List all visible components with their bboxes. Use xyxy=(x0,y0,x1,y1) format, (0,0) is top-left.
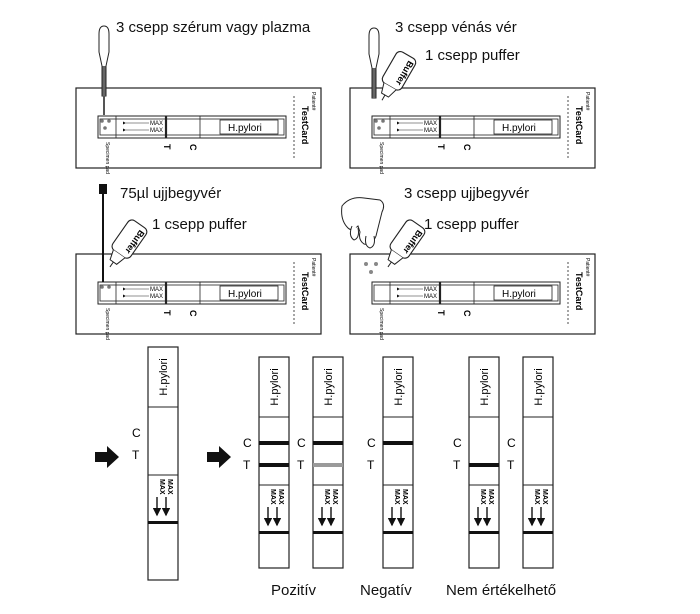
step-venous-label: 3 csepp vénás vér xyxy=(395,19,517,36)
strip-max-label: MAX xyxy=(479,489,486,505)
strip-sample-line xyxy=(469,531,499,534)
card-patient-label: Patient# xyxy=(584,92,590,111)
arrow-right-icon xyxy=(207,446,231,468)
card-max-label: MAX xyxy=(424,121,437,127)
step-serum-label: 3 csepp szérum vagy plazma xyxy=(116,19,311,36)
test-line xyxy=(259,463,289,467)
strip-max-label: MAX xyxy=(166,479,173,495)
card-analyte-label: H.pylori xyxy=(228,123,262,134)
test-card-serum: T C H.pylori MAX MAX TestCard Patient# S… xyxy=(76,88,321,174)
strip-max-label: MAX xyxy=(401,489,408,505)
step-finger75-buffer-label: 1 csepp puffer xyxy=(152,216,247,233)
card-patient-label: Patient# xyxy=(584,258,590,277)
card-t-label: T xyxy=(162,310,172,316)
test-line xyxy=(313,463,343,467)
strip-max-label: MAX xyxy=(158,479,165,495)
card-c-label: C xyxy=(462,144,472,151)
card-analyte-label: H.pylori xyxy=(228,289,262,300)
card-t-label: T xyxy=(162,144,172,150)
strip-t-label: T xyxy=(507,458,515,472)
card-brand: TestCard xyxy=(300,272,310,310)
strip-analyte-label: H.pylori xyxy=(479,368,491,405)
card-specimen-label: Specimen pad xyxy=(104,308,110,340)
strip-sample-line xyxy=(383,531,413,534)
strip-max-label: MAX xyxy=(487,489,494,505)
strip-c-label: C xyxy=(297,436,306,450)
strip-c-label: C xyxy=(453,436,462,450)
card-patient-label: Patient# xyxy=(310,258,316,277)
strip-t-label: T xyxy=(243,458,251,472)
step-finger3-buffer-label: 1 csepp puffer xyxy=(424,216,519,233)
strip-sample-line xyxy=(148,521,178,524)
test-strip xyxy=(147,346,179,581)
strip-analyte-label: H.pylori xyxy=(269,368,281,405)
strip-c-label: C xyxy=(367,436,376,450)
test-card-venous: T C H.pylori MAX MAX TestCard Patient# S… xyxy=(350,88,595,174)
card-brand: TestCard xyxy=(574,106,584,144)
test-card-finger3: T C H.pylori MAX MAX TestCard Patient# S… xyxy=(350,254,595,340)
strip-sample-line xyxy=(313,531,343,534)
control-line xyxy=(383,441,413,445)
strip-c-label: C xyxy=(243,436,252,450)
strip-c-label: C xyxy=(132,426,141,440)
card-max-label: MAX xyxy=(424,287,437,293)
card-max-label: MAX xyxy=(150,121,163,127)
capillary-tube-icon xyxy=(99,184,107,194)
hand-icon xyxy=(341,197,385,249)
strip-max-label: MAX xyxy=(541,489,548,505)
strip-analyte-label: H.pylori xyxy=(323,368,335,405)
step-venous-buffer-label: 1 csepp puffer xyxy=(425,47,520,64)
strip-analyte-label: H.pylori xyxy=(393,368,405,405)
card-brand: TestCard xyxy=(300,106,310,144)
card-c-label: C xyxy=(188,310,198,317)
control-line xyxy=(259,441,289,445)
card-max-label-2: MAX xyxy=(150,294,163,300)
strip-max-label: MAX xyxy=(277,489,284,505)
card-c-label: C xyxy=(462,310,472,317)
strip-max-label: MAX xyxy=(269,489,276,505)
card-t-label: T xyxy=(436,310,446,316)
card-specimen-label: Specimen pad xyxy=(378,308,384,340)
strip-sample-line xyxy=(259,531,289,534)
card-analyte-label: H.pylori xyxy=(502,123,536,134)
card-t-label: T xyxy=(436,144,446,150)
strip-analyte-label: H.pylori xyxy=(158,358,170,395)
arrow-right-icon xyxy=(95,446,119,468)
card-max-label-2: MAX xyxy=(150,128,163,134)
strip-t-label: T xyxy=(132,448,140,462)
card-max-label-2: MAX xyxy=(424,294,437,300)
step-finger75-label: 75µl ujjbegyvér xyxy=(120,185,222,202)
strip-analyte-label: H.pylori xyxy=(533,368,545,405)
result-negative-label: Negatív xyxy=(360,582,412,599)
card-specimen-label: Specimen pad xyxy=(378,142,384,174)
strip-t-label: T xyxy=(453,458,461,472)
strip-max-label: MAX xyxy=(533,489,540,505)
test-card-finger75: T C H.pylori MAX MAX TestCard Patient# S… xyxy=(76,254,321,340)
card-c-label: C xyxy=(188,144,198,151)
strip-max-label: MAX xyxy=(331,489,338,505)
result-invalid-label: Nem értékelhető xyxy=(446,582,557,599)
test-line xyxy=(469,463,499,467)
result-positive-label: Pozitív xyxy=(271,582,317,599)
card-max-label: MAX xyxy=(150,287,163,293)
card-analyte-label: H.pylori xyxy=(502,289,536,300)
control-line xyxy=(313,441,343,445)
card-brand: TestCard xyxy=(574,272,584,310)
strip-max-label: MAX xyxy=(393,489,400,505)
strip-sample-line xyxy=(523,531,553,534)
strip-max-label: MAX xyxy=(323,489,330,505)
card-patient-label: Patient# xyxy=(310,92,316,111)
card-max-label-2: MAX xyxy=(424,128,437,134)
card-specimen-label: Specimen pad xyxy=(104,142,110,174)
strip-t-label: T xyxy=(297,458,305,472)
strip-t-label: T xyxy=(367,458,375,472)
strip-c-label: C xyxy=(507,436,516,450)
step-finger3-label: 3 csepp ujjbegyvér xyxy=(404,185,530,202)
